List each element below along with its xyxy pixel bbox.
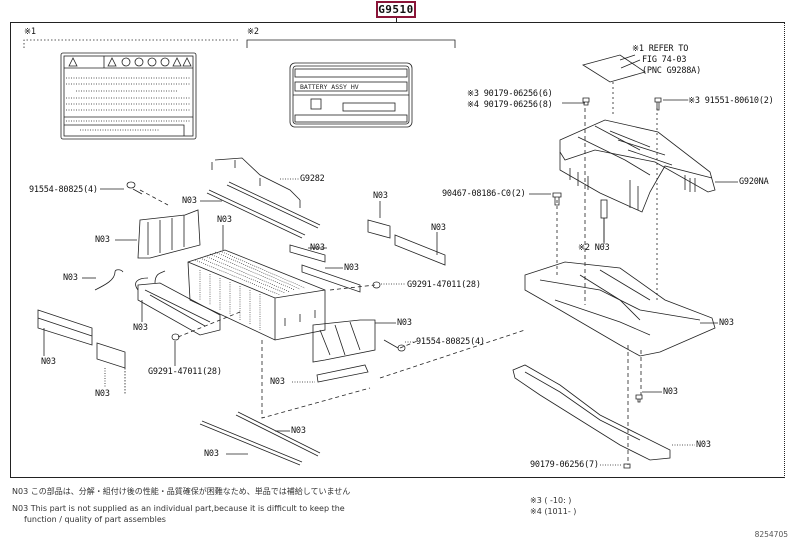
callout-n03-bracket-b[interactable]: N03: [431, 223, 446, 233]
callout-bolt-91554-80825-right[interactable]: 91554-80825(4): [416, 337, 485, 347]
callout-n03-marker2[interactable]: ※2 N03: [578, 243, 610, 253]
tag-stem: [396, 18, 397, 23]
callout-bolt-90179-06256-6[interactable]: ※3 90179-06256(6): [467, 89, 553, 99]
footnote-note4: ※4 (1011- ): [530, 507, 577, 516]
refer-note-marker: ※1: [632, 44, 644, 54]
callout-bolt-91554-80825-left[interactable]: 91554-80825(4): [29, 185, 98, 195]
group-marker-1: ※1: [24, 27, 36, 37]
footnote-jp: N03 この部品は、分解・組付け後の性能・品質確保が困難なため、単品では補給して…: [12, 487, 351, 496]
group-marker-2: ※2: [247, 27, 259, 37]
group-brackets: [23, 39, 456, 48]
refer-note-pnc[interactable]: (PNC G9288A): [642, 66, 702, 76]
right-upper-brackets: [289, 219, 446, 293]
callout-n03-rod-lower-a[interactable]: N03: [291, 426, 306, 436]
refer-note: ※1 REFER TO: [632, 44, 688, 54]
footnote-en-line1: N03 This part is not supplied as an indi…: [12, 504, 345, 513]
callout-n03-lower-bar[interactable]: N03: [270, 377, 285, 387]
callout-nut-g9291-right[interactable]: G9291-47011(28): [407, 280, 481, 290]
footnote-en-line2: function / quality of part assembles: [24, 515, 166, 524]
battery-module: [187, 249, 326, 341]
callout-n03-rod-upper[interactable]: N03: [182, 196, 197, 206]
callout-n03-bolt-lower[interactable]: N03: [663, 387, 678, 397]
callout-n03-bar-a[interactable]: N03: [310, 243, 325, 253]
callout-bolt-90179-06256-8[interactable]: ※4 90179-06256(8): [467, 100, 553, 110]
rods: [199, 181, 321, 466]
callout-n03-side-plate-left[interactable]: N03: [133, 323, 148, 333]
diagram-frame: [10, 22, 785, 478]
warning-label-sticker: [60, 52, 197, 140]
callout-g9282[interactable]: G9282: [300, 174, 325, 184]
footnote-note3: ※3 ( -10: ): [530, 496, 572, 505]
main-part-group-tag[interactable]: G9510: [376, 1, 416, 18]
callout-n03-end-plate[interactable]: N03: [41, 357, 56, 367]
callout-n03-module[interactable]: N03: [217, 215, 232, 225]
refer-note-line1: REFER TO: [648, 44, 689, 54]
service-plug-cover-plate: [582, 54, 646, 83]
callout-clip-90467-08186[interactable]: 90467-08186-C0(2): [442, 189, 526, 199]
callout-n03-frame-bar[interactable]: N03: [696, 440, 711, 450]
lower-tray: [524, 261, 716, 357]
callout-bolt-91551-80610[interactable]: ※3 91551-80610(2): [688, 96, 774, 106]
side-plate-left: [135, 270, 221, 336]
callout-n03-end-plate-small[interactable]: N03: [95, 389, 110, 399]
wire-harness: [211, 157, 301, 208]
lower-frame-bar: [512, 364, 671, 461]
figure-id: 8254705: [754, 530, 788, 539]
left-bracket: [137, 209, 201, 259]
callout-n03-left-bracket[interactable]: N03: [95, 235, 110, 245]
small-wire: [94, 269, 124, 291]
callout-n03-wire[interactable]: N03: [63, 273, 78, 283]
callout-nut-g9291-left[interactable]: G9291-47011(28): [148, 367, 222, 377]
callout-n03-bracket-a[interactable]: N03: [373, 191, 388, 201]
battery-assy-sticker-text: BATTERY ASSY HV: [300, 83, 359, 91]
callout-n03-rod-lower-b[interactable]: N03: [204, 449, 219, 459]
refer-note-fig[interactable]: FIG 74-03: [642, 55, 687, 65]
battery-assy-label-sticker: BATTERY ASSY HV: [289, 62, 413, 128]
leader-lines: [43, 59, 738, 466]
callout-bolt-90179-06256-7[interactable]: 90179-06256(7): [530, 460, 599, 470]
side-plate-right: [312, 319, 376, 383]
callout-n03-tray[interactable]: N03: [719, 318, 734, 328]
callout-g920na[interactable]: G920NA: [739, 177, 769, 187]
upper-bracket-g920na: [559, 119, 716, 242]
dashed-guides: [124, 189, 526, 419]
bolt-icons: [126, 97, 662, 469]
callout-n03-side-plate-right[interactable]: N03: [397, 318, 412, 328]
callout-n03-bar-b[interactable]: N03: [344, 263, 359, 273]
